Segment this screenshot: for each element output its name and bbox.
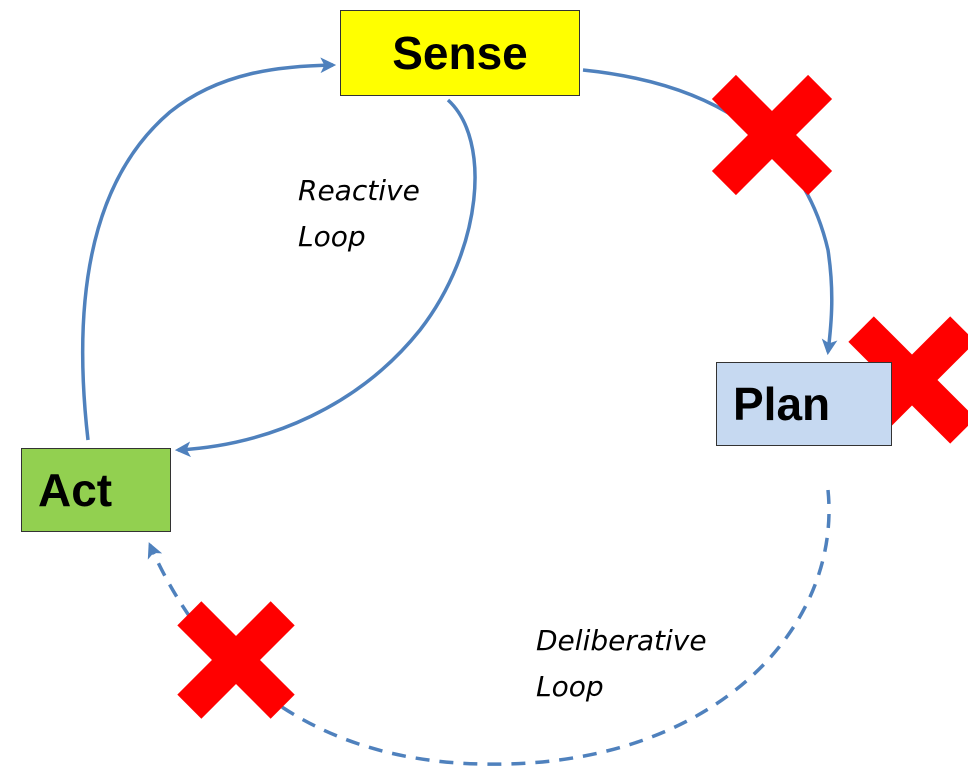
- plan-label: Plan: [733, 378, 831, 430]
- cross-sense-to-plan-icon: [711, 74, 833, 196]
- cross-deliberative-loop-icon: [177, 601, 295, 719]
- reactive-loop-label-line2: Loop: [298, 220, 366, 253]
- sense-label: Sense: [392, 27, 528, 79]
- act-to-sense-arrow: [80, 57, 337, 441]
- sense-node: Sense: [340, 10, 580, 96]
- reactive-loop-arrow: [174, 98, 477, 458]
- reactive-loop-label-line1: Reactive: [298, 174, 420, 207]
- deliberative-loop-label: Deliberative Loop: [536, 618, 707, 710]
- sense-to-plan-arrow: [582, 68, 838, 356]
- act-label: Act: [38, 464, 113, 516]
- deliberative-loop-label-line1: Deliberative: [536, 624, 707, 657]
- reactive-loop-label: Reactive Loop: [298, 168, 420, 260]
- act-node: Act: [21, 448, 171, 532]
- deliberative-loop-label-line2: Loop: [536, 670, 604, 703]
- plan-node: Plan: [716, 362, 892, 446]
